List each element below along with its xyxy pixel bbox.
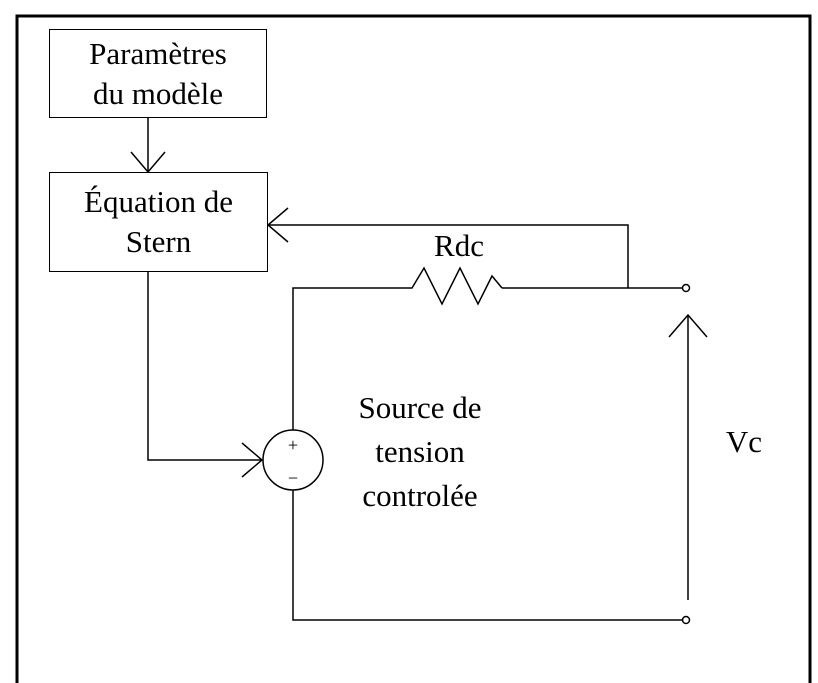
parameters-line1: Paramètres [89,35,227,71]
parameters-block: Paramètres du modèle [49,29,267,118]
source-label-line2: tension [375,434,465,469]
stern-line1: Équation de [84,184,233,219]
terminal-bottom [681,615,691,625]
stern-equation-block: Équation de Stern [49,172,268,272]
source-label: Source de tension controlée [320,386,520,518]
source-minus-sign: − [288,468,298,488]
arrowhead-source-input [241,442,264,478]
resistor-label: Rdc [434,228,484,263]
parameters-line2: du modèle [93,75,223,111]
top-wire-left [292,287,408,430]
feedback-wire [268,224,629,288]
terminal-top [681,283,691,293]
bottom-wire [292,490,683,621]
stern-line2: Stern [125,224,192,259]
diagram-frame [15,14,812,683]
source-label-line1: Source de [358,390,482,425]
resistor-rdc [408,266,503,306]
stern-to-source-wire [147,272,262,461]
voltage-arrowhead [668,313,708,338]
voltage-label: Vc [725,424,763,459]
source-label-line3: controlée [362,478,478,513]
arrowhead-stern-feedback [266,207,289,243]
source-plus-sign: + [288,435,298,455]
